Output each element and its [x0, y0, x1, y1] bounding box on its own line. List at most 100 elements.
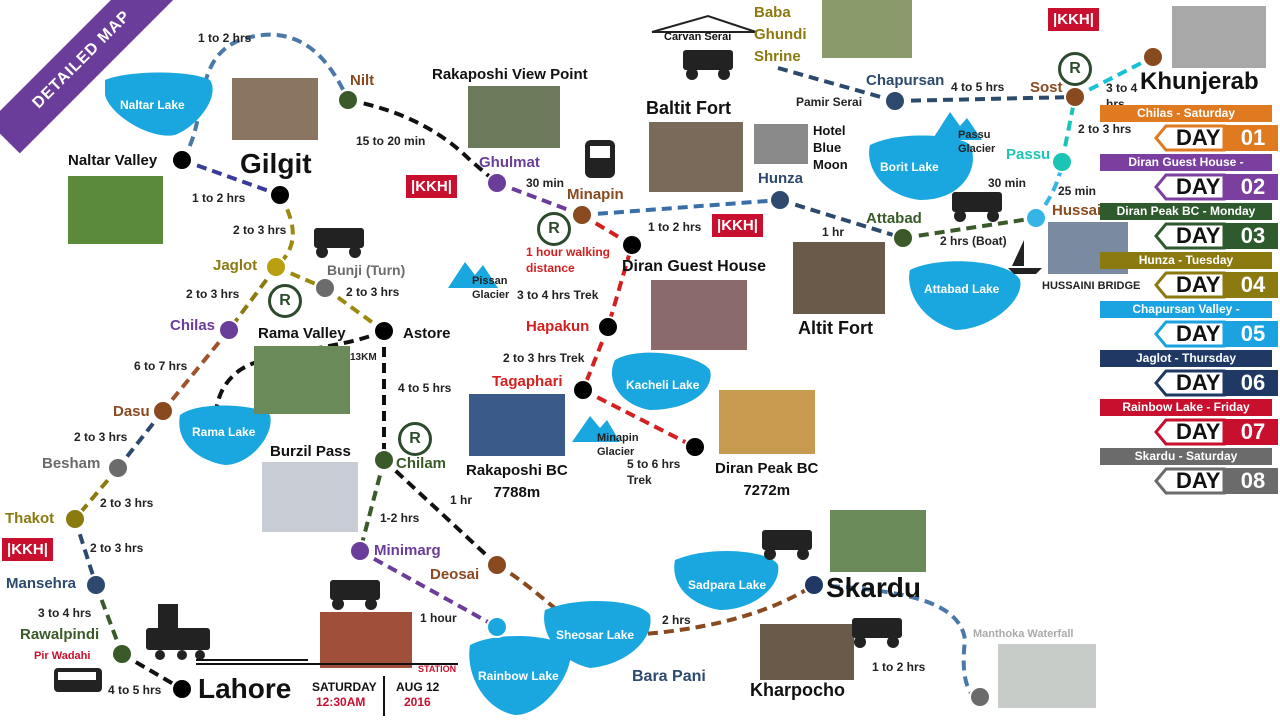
label-13km: 13KM: [350, 352, 377, 363]
label-chapursan: Chapursan: [866, 72, 945, 89]
itinerary-day-number-bg: [1224, 321, 1278, 347]
itinerary-day-outline: [1154, 467, 1226, 495]
itinerary-day-number-bg: [1224, 468, 1278, 494]
label-nilt: Nilt: [350, 72, 375, 89]
time-rwp-lahore: 4 to 5 hrs: [108, 683, 162, 697]
itinerary-day-outline: [1154, 418, 1226, 446]
node-passu: [1051, 151, 1073, 173]
label-attabad-lake: Attabad Lake: [924, 282, 1000, 296]
baba-ghundi-photo: [822, 0, 912, 58]
route-chilam-minimarg: [358, 459, 386, 552]
skardu-photo: [830, 510, 926, 572]
label-diran-peak-bc: Diran Peak BC 7272m: [715, 460, 819, 499]
time-astore-chilam: 4 to 5 hrs: [398, 381, 452, 395]
attabad-lake-shape: [909, 261, 1021, 330]
itinerary-day-box: [1154, 418, 1278, 446]
kkh-badge-top: |KKH|: [1048, 8, 1099, 31]
sadpara-lake-shape: [674, 550, 779, 610]
kkh-badge-thakot: |KKH|: [2, 538, 53, 561]
itinerary-day-number-bg: [1224, 272, 1278, 298]
time-chilas-dasu: 6 to 7 hrs: [134, 359, 188, 373]
label-pissan-glacier: Pissan Glacier: [472, 275, 510, 301]
kacheli-lake-shape: [611, 352, 711, 410]
departure-time: 12:30AM: [316, 695, 366, 709]
itinerary-day-number: 01: [1240, 125, 1266, 150]
time-ghulmat-minapin: 30 min: [526, 176, 565, 190]
node-lahore: [171, 678, 193, 700]
baltit-fort-photo: [649, 122, 743, 192]
node-gilgit: [269, 184, 291, 206]
rakaposhi-view-photo: [468, 86, 560, 148]
label-bunji: Bunji (Turn): [327, 262, 406, 278]
route-naltar-gilgit: [181, 158, 281, 197]
jeep-icon-carvan: [683, 50, 733, 80]
burzil-photo: [262, 462, 358, 532]
label-kacheli-lake: Kacheli Lake: [626, 378, 700, 392]
time-chilam-deosai: 1 hr: [450, 493, 473, 507]
label-passu: Passu: [1006, 146, 1051, 163]
khunjerab-photo: [1172, 6, 1266, 68]
label-rawalpindi: Rawalpindi: [20, 626, 100, 643]
node-jaglot: [265, 256, 287, 278]
rama-lake-shape: [179, 405, 271, 465]
itinerary-day-box: [1154, 124, 1278, 152]
r-marker-chilam: R: [398, 422, 432, 456]
rakaposhi-bc-photo: [469, 394, 565, 456]
train-icon: [146, 604, 210, 660]
itinerary-day-word: DAY: [1176, 370, 1221, 395]
label-bara-pani: Bara Pani: [632, 668, 706, 685]
label-thakot: Thakot: [5, 510, 55, 527]
itinerary-day-outline: [1154, 320, 1226, 348]
r-marker-sost: R: [1058, 52, 1092, 86]
route-thakot-mansehra: [73, 518, 98, 586]
label-minapin: Minapin: [567, 186, 624, 203]
label-chilam: Chilam: [396, 455, 447, 472]
label-attabad: Attabad: [866, 210, 922, 227]
route-minapin-hunza: [581, 198, 781, 217]
borit-lake-shape: [869, 135, 973, 200]
time-dasu-besham: 2 to 3 hrs: [74, 430, 128, 444]
itinerary-day-word: DAY: [1176, 174, 1221, 199]
itinerary-day-number: 08: [1240, 468, 1266, 493]
itinerary-day-title: Jaglot - Thursday: [1100, 350, 1272, 367]
label-baba-ghundi: Baba Ghundi Shrine: [754, 4, 807, 65]
label-sost: Sost: [1030, 79, 1063, 96]
itinerary-day-outline: [1154, 222, 1226, 250]
time-passu-sost: 2 to 3 hrs: [1078, 122, 1132, 136]
serai-roof-icon: [651, 14, 757, 33]
node-manthoka: [969, 686, 991, 708]
node-mansehra: [85, 574, 107, 596]
label-astore: Astore: [403, 325, 451, 342]
label-deosai: Deosai: [430, 566, 480, 583]
itinerary-day-title: Diran Guest House - Sunday: [1100, 154, 1272, 186]
label-jaglot: Jaglot: [213, 257, 258, 274]
label-manthoka: Manthoka Waterfall: [973, 628, 1074, 640]
itinerary-day-number: 04: [1240, 272, 1266, 297]
itinerary-day-number: 05: [1240, 321, 1266, 346]
itinerary-day-title: Chilas - Saturday: [1100, 105, 1272, 122]
blue-moon-photo: [754, 124, 808, 164]
rama-valley-photo: [254, 346, 350, 414]
route-besham-thakot: [73, 466, 120, 521]
route-hunza-attabad: [779, 198, 904, 240]
route-deosai-sheosar: [495, 563, 601, 638]
label-naltar-valley: Naltar Valley: [68, 152, 158, 169]
kharpocho-photo: [760, 624, 854, 680]
gilgit-photo: [232, 78, 318, 140]
boat-icon: [1008, 240, 1042, 274]
departure-year: 2016: [404, 695, 431, 709]
route-minimarg-rainbow: [359, 549, 498, 629]
time-thakot-mansehra: 2 to 3 hrs: [90, 541, 144, 555]
time-gilgit-jaglot: 2 to 3 hrs: [233, 223, 287, 237]
route-jaglot-chilas: [227, 265, 278, 332]
label-naltar-lake: Naltar Lake: [120, 98, 185, 112]
node-diran-gh: [621, 234, 643, 256]
time-hussaini-passu: 25 min: [1058, 184, 1097, 198]
diran-gh-photo: [651, 280, 747, 350]
label-station: STATION: [418, 664, 457, 674]
label-minapin-glacier: Minapin Glacier: [597, 432, 639, 458]
itinerary-day-outline: [1154, 124, 1226, 152]
itinerary-day-number: 06: [1240, 370, 1266, 395]
label-rakaposhi-bc: Rakaposhi BC 7788m: [466, 462, 568, 501]
itinerary-day-box: [1154, 320, 1278, 348]
